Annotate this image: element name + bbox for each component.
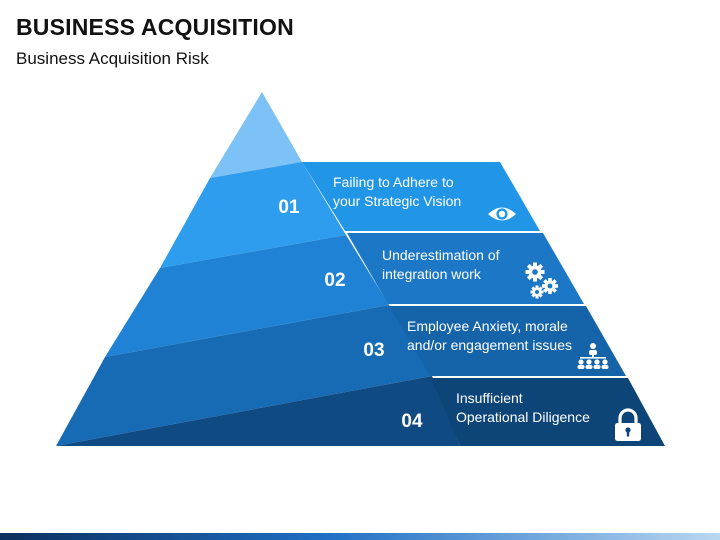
level-2-text-line-2: integration work bbox=[382, 266, 482, 282]
pyramid-left-face-4 bbox=[56, 376, 460, 446]
level-number-1: 01 bbox=[278, 197, 300, 218]
eye-icon bbox=[488, 207, 516, 221]
lock-icon bbox=[615, 408, 641, 441]
level-2-text-line-1: Underestimation of bbox=[382, 247, 500, 263]
pyramid-right-band-1 bbox=[302, 162, 540, 231]
level-3-text-line-2: and/or engagement issues bbox=[407, 337, 572, 353]
level-4-text-line-1: Insufficient bbox=[456, 390, 523, 406]
level-4-text-line-2: Operational Diligence bbox=[456, 409, 590, 425]
level-1-text-line-2: your Strategic Vision bbox=[333, 193, 461, 209]
page-title: BUSINESS ACQUISITION bbox=[16, 14, 294, 40]
level-3-text-line-1: Employee Anxiety, morale bbox=[407, 318, 568, 334]
pyramid-left-face-3 bbox=[56, 305, 432, 446]
level-1-text-line-1: Failing to Adhere to bbox=[333, 174, 454, 190]
pyramid-right-band-3 bbox=[389, 306, 626, 376]
pyramid-left-face-2 bbox=[105, 235, 389, 357]
pyramid-right-band-2 bbox=[347, 233, 584, 304]
pyramid-left-face-1 bbox=[160, 162, 346, 268]
level-number-3: 03 bbox=[363, 340, 384, 361]
page-subtitle: Business Acquisition Risk bbox=[16, 49, 209, 68]
people-hierarchy-icon bbox=[577, 343, 609, 369]
pyramid-right-band-4 bbox=[431, 378, 665, 446]
pyramid-apex bbox=[210, 92, 302, 178]
bottom-accent-bar bbox=[0, 533, 720, 540]
gears-icon bbox=[525, 262, 558, 299]
level-number-4: 04 bbox=[401, 411, 423, 432]
level-number-2: 02 bbox=[324, 270, 345, 291]
